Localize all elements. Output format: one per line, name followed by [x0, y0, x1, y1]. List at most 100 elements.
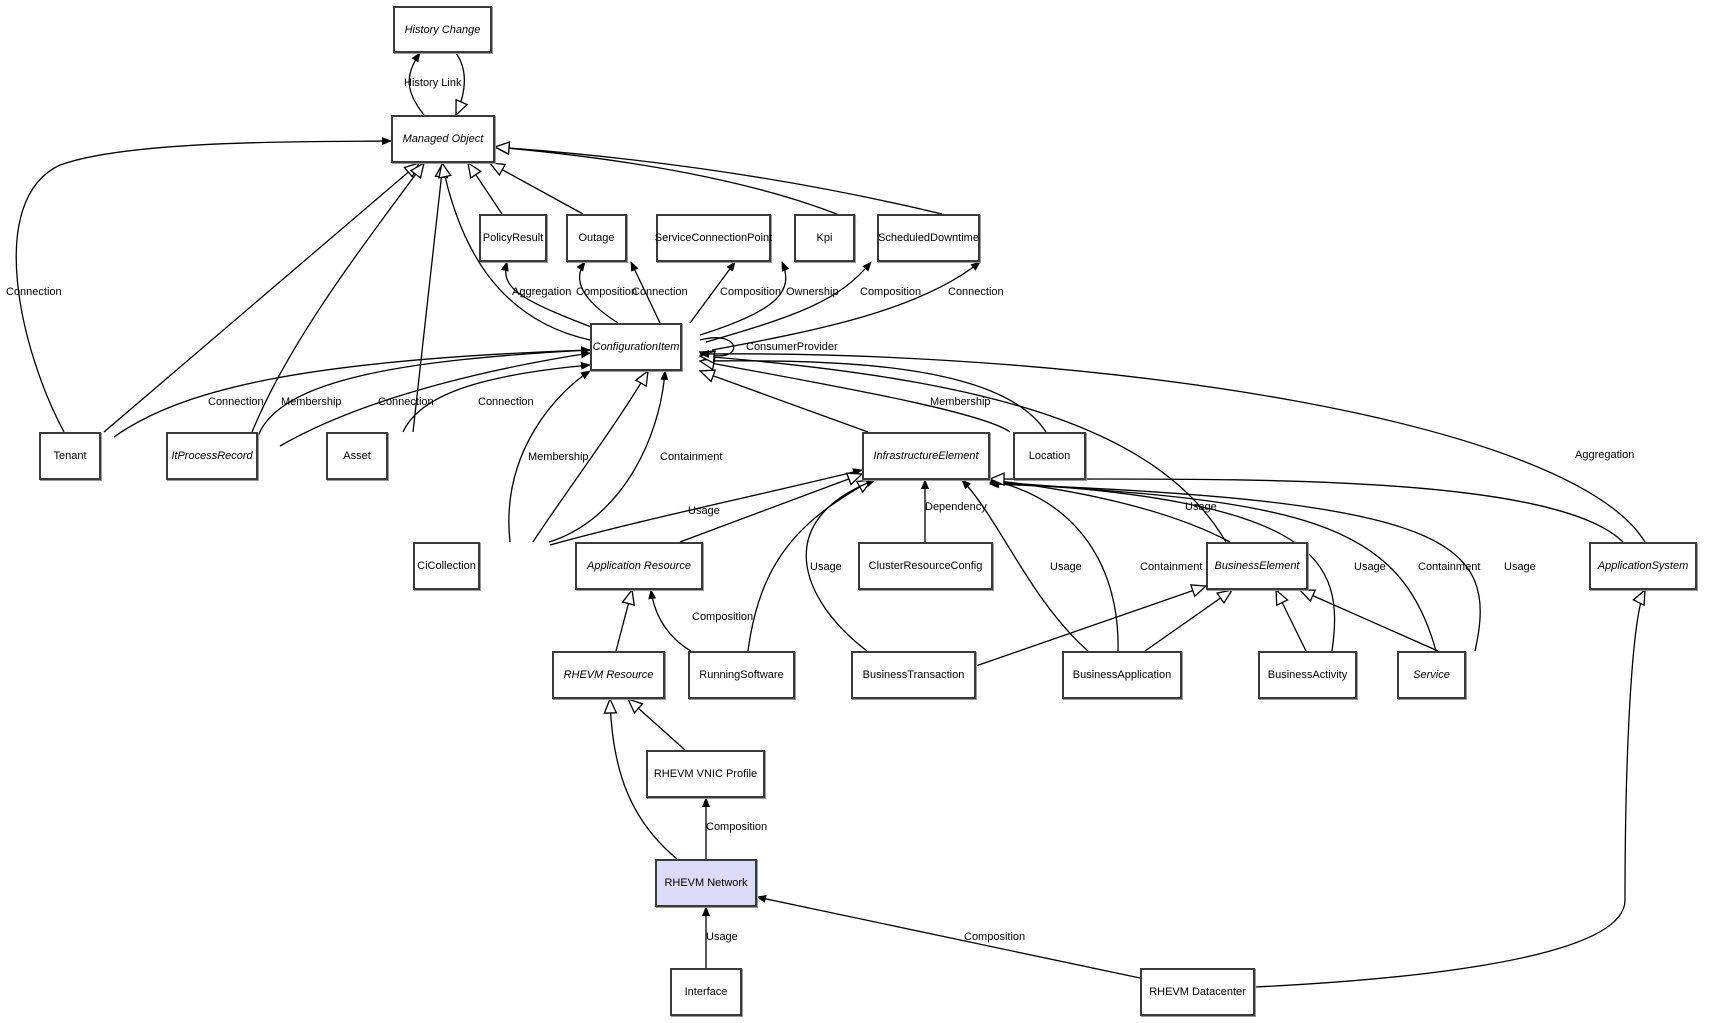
- edge-label: History Link: [404, 77, 462, 89]
- edge-label: Connection: [632, 286, 688, 298]
- edge-label: Dependency: [925, 501, 987, 513]
- association-edge-rhevm-datacenter-to-rhevm-network: [756, 894, 1141, 979]
- class-node-label: Application Resource: [587, 560, 691, 572]
- class-node-scp[interactable]: ServiceConnectionPoint: [654, 214, 773, 262]
- edge-label: Containment: [1140, 561, 1202, 573]
- association-edge-business-activity-to-infrastructure-element: [989, 478, 1336, 652]
- class-node-label: RHEVM Network: [664, 877, 748, 889]
- inheritance-edge-application-system-to-infrastructure-element: [990, 479, 1624, 543]
- edge-label: Composition: [720, 286, 781, 298]
- inheritance-edge-scheduled-downtime-to-managed-object: [495, 147, 943, 215]
- class-node-service[interactable]: Service: [1397, 651, 1466, 699]
- class-node-rhevm-network[interactable]: RHEVM Network: [655, 859, 757, 907]
- class-node-label: Location: [1028, 450, 1071, 462]
- association-edge-running-software-to-application-resource: [648, 589, 692, 652]
- edge-label: Usage: [1185, 501, 1217, 513]
- class-node-infrastructure-element[interactable]: InfrastructureElement: [862, 432, 990, 480]
- inheritance-edge-infrastructure-element-to-configuration-item: [700, 371, 869, 433]
- class-node-outage[interactable]: Outage: [566, 214, 627, 262]
- edge-label: Connection: [6, 286, 62, 298]
- class-node-ci-collection[interactable]: CiCollection: [413, 542, 480, 590]
- class-node-tenant[interactable]: Tenant: [39, 432, 101, 480]
- class-node-location[interactable]: Location: [1013, 432, 1086, 480]
- class-node-label: Managed Object: [402, 133, 484, 145]
- class-node-scheduled-downtime[interactable]: ScheduledDowntime: [877, 214, 980, 262]
- class-node-label: ServiceConnectionPoint: [654, 232, 773, 244]
- class-node-kpi[interactable]: Kpi: [794, 214, 855, 262]
- class-node-it-process-record[interactable]: ItProcessRecord: [166, 432, 258, 480]
- class-node-application-resource[interactable]: Application Resource: [575, 542, 703, 590]
- association-edge-configuration-item-to-scheduled-downtime: [711, 261, 981, 351]
- edge-label: Containment: [660, 451, 722, 463]
- class-node-label: InfrastructureElement: [873, 450, 979, 462]
- class-node-label: RHEVM Resource: [563, 669, 654, 681]
- inheritance-edge-rhevm-resource-to-application-resource: [615, 590, 632, 652]
- inheritance-edge-location-to-configuration-item: [700, 361, 1011, 433]
- association-edge-business-application-to-infrastructure-element: [989, 478, 1119, 652]
- class-node-label: ScheduledDowntime: [878, 232, 979, 244]
- edge-label: Membership: [281, 396, 342, 408]
- class-node-business-transaction[interactable]: BusinessTransaction: [851, 651, 976, 699]
- edge-label: Usage: [1354, 561, 1386, 573]
- class-node-label: ItProcessRecord: [171, 450, 253, 462]
- class-node-interface[interactable]: Interface: [670, 968, 742, 1016]
- inheritance-edge-kpi-to-managed-object: [495, 147, 857, 223]
- inheritance-edge-ci-collection-to-configuration-item: [532, 371, 648, 543]
- edge-label: Connection: [208, 396, 264, 408]
- association-edge-configuration-item-to-kpi: [705, 261, 872, 343]
- class-node-running-software[interactable]: RunningSoftware: [688, 651, 795, 699]
- inheritance-edge-business-application-to-business-element: [1144, 590, 1232, 652]
- class-node-business-activity[interactable]: BusinessActivity: [1258, 651, 1357, 699]
- class-node-configuration-item[interactable]: ConfigurationItem: [590, 323, 682, 371]
- class-node-label: BusinessApplication: [1072, 669, 1172, 681]
- class-node-business-element[interactable]: BusinessElement: [1206, 542, 1308, 590]
- class-node-label: RHEVM VNIC Profile: [653, 768, 758, 780]
- class-node-application-system[interactable]: ApplicationSystem: [1589, 542, 1697, 590]
- edge-label: Membership: [528, 451, 589, 463]
- class-node-cluster-resource-config[interactable]: ClusterResourceConfig: [858, 542, 993, 590]
- class-node-history-change[interactable]: History Change: [393, 6, 492, 53]
- association-edge-location-to-configuration-item: [699, 356, 1047, 433]
- inheritance-edge-rhevm-network-to-rhevm-resource: [610, 699, 678, 860]
- association-edge-tenant-to-managed-object: [15, 137, 392, 433]
- edge-label: Connection: [948, 286, 1004, 298]
- class-node-rhevm-vnic-profile[interactable]: RHEVM VNIC Profile: [646, 750, 765, 798]
- class-node-label: ConfigurationItem: [592, 341, 680, 353]
- association-edge-configuration-item-to-scp: [689, 261, 736, 324]
- association-edge-service-to-infrastructure-element: [989, 479, 1437, 652]
- class-node-rhevm-datacenter[interactable]: RHEVM Datacenter: [1140, 968, 1255, 1016]
- class-node-managed-object[interactable]: Managed Object: [391, 115, 495, 163]
- class-node-label: Tenant: [53, 450, 87, 462]
- edge-label: Usage: [688, 505, 720, 517]
- association-edge-managed-object-to-history-change: [408, 52, 425, 116]
- inheritance-edge-running-software-to-infrastructure-element: [747, 480, 872, 652]
- association-edge-tenant-to-configuration-item: [113, 346, 591, 438]
- edge-label: Connection: [478, 396, 534, 408]
- association-edge-configuration-item-to-outage: [576, 261, 619, 324]
- class-node-label: BusinessElement: [1214, 560, 1300, 572]
- inheritance-edge-history-change-to-managed-object: [456, 52, 464, 115]
- inheritance-edge-rhevm-datacenter-to-application-system: [1254, 590, 1645, 988]
- edge-label: Usage: [810, 561, 842, 573]
- class-node-label: Service: [1413, 669, 1450, 681]
- edge-label: Composition: [576, 286, 637, 298]
- edge-label: Ownership: [786, 286, 839, 298]
- inheritance-edge-configuration-item-to-managed-object: [442, 163, 591, 341]
- inheritance-edge-rhevm-vnic-profile-to-rhevm-resource: [628, 699, 686, 751]
- association-edge-business-transaction-to-infrastructure-element: [805, 479, 876, 652]
- inheritance-edge-business-activity-to-business-element: [1276, 590, 1307, 652]
- inheritance-edge-outage-to-managed-object: [490, 163, 584, 215]
- class-node-policy-result[interactable]: PolicyResult: [479, 214, 547, 262]
- edge-label: Aggregation: [1575, 449, 1634, 461]
- class-node-label: History Change: [404, 23, 481, 36]
- association-edge-business-application-to-infrastructure-element: [961, 479, 1089, 652]
- edge-label: Usage: [1504, 561, 1536, 573]
- association-edge-it-process-record-to-configuration-item: [257, 346, 591, 437]
- class-node-rhevm-resource[interactable]: RHEVM Resource: [552, 651, 665, 699]
- association-edge-ci-collection-to-infrastructure-element: [549, 468, 863, 546]
- class-node-label: BusinessTransaction: [862, 669, 965, 681]
- class-node-asset[interactable]: Asset: [326, 432, 388, 480]
- class-node-label: Interface: [684, 986, 728, 998]
- class-node-business-application[interactable]: BusinessApplication: [1062, 651, 1182, 699]
